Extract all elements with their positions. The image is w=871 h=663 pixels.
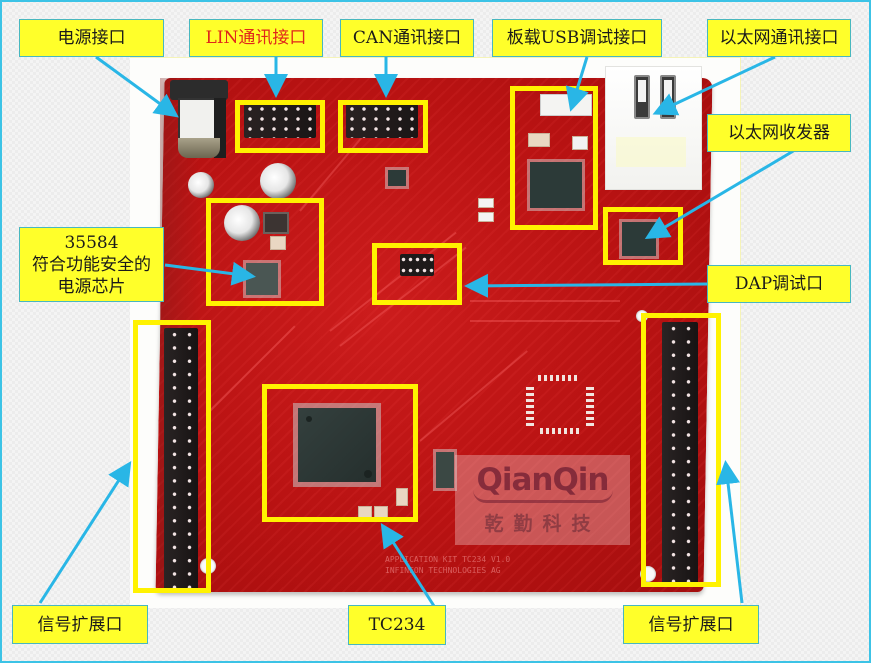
smd-part <box>572 136 588 150</box>
lin-header-pins <box>244 104 316 138</box>
callout-power-ic-desc2: 电源芯片 <box>57 276 126 297</box>
callout-power-ic: 35584 符合功能安全的 电源芯片 <box>19 227 164 302</box>
silkscreen-line: INFINEON TECHNOLOGIES AG <box>385 566 501 575</box>
silkscreen-text: APPLICATION KIT TC234 V1.0 INFINEON TECH… <box>385 554 585 576</box>
callout-can: CAN通讯接口 <box>340 19 474 57</box>
highlight-mcu <box>262 384 418 522</box>
pcb-trace <box>470 300 620 302</box>
right-signal-header-pins <box>662 322 698 584</box>
highlight-ethernet-phy <box>603 207 683 265</box>
callout-mcu: TC234 <box>348 605 446 645</box>
smd-part <box>478 198 494 208</box>
watermark-chinese: 乾勤科技 <box>484 512 601 535</box>
ethernet-jack-component <box>605 66 702 190</box>
smd-part <box>270 236 286 250</box>
can-header-pins <box>346 104 418 138</box>
silkscreen-line: APPLICATION KIT TC234 V1.0 <box>385 555 511 564</box>
callout-dap: DAP调试口 <box>707 265 851 303</box>
highlight-power-ic <box>206 198 324 306</box>
watermark-swoosh <box>472 490 613 503</box>
qfp-footprint-pads <box>586 386 594 426</box>
highlight-right-header <box>641 313 721 587</box>
highlight-lin <box>235 100 325 153</box>
smd-part <box>478 212 494 222</box>
qfp-footprint-pads <box>540 428 582 434</box>
callout-ethernet-phy: 以太网收发器 <box>707 114 851 152</box>
pcb-trace <box>470 320 620 322</box>
callout-power-jack: 电源接口 <box>19 19 164 57</box>
can-transceiver-chip <box>388 170 406 186</box>
arrow-left-header <box>38 460 132 604</box>
dap-connector-pins <box>400 254 434 276</box>
callout-usb-debug: 板载USB调试接口 <box>492 19 662 57</box>
power-jack-component <box>170 80 230 190</box>
highlight-can <box>338 100 428 153</box>
qfp-footprint-pads <box>538 375 580 381</box>
callout-ethernet-port: 以太网通讯接口 <box>707 19 851 57</box>
callout-power-ic-desc: 符合功能安全的 <box>32 254 151 275</box>
smd-part <box>528 133 550 147</box>
inductor <box>263 212 289 234</box>
callout-power-ic-part: 35584 <box>64 232 119 253</box>
usb-debug-chip <box>530 162 582 208</box>
callout-signal-left: 信号扩展口 <box>12 605 148 644</box>
highlight-left-header <box>133 320 211 593</box>
highlight-dap <box>372 243 462 305</box>
crystal-component <box>436 452 454 488</box>
qfp-footprint-pads <box>526 386 534 426</box>
left-signal-header-pins <box>164 328 198 590</box>
highlight-usb <box>510 86 598 230</box>
capacitor <box>260 163 296 199</box>
capacitor <box>224 205 260 241</box>
tc234-mcu-chip <box>298 408 376 482</box>
callout-lin: LIN通讯接口 <box>189 19 323 57</box>
callout-signal-right: 信号扩展口 <box>623 605 759 644</box>
capacitor <box>188 172 214 198</box>
qianqin-watermark: QianQin 乾勤科技 <box>455 455 630 545</box>
smd-part <box>396 488 408 506</box>
